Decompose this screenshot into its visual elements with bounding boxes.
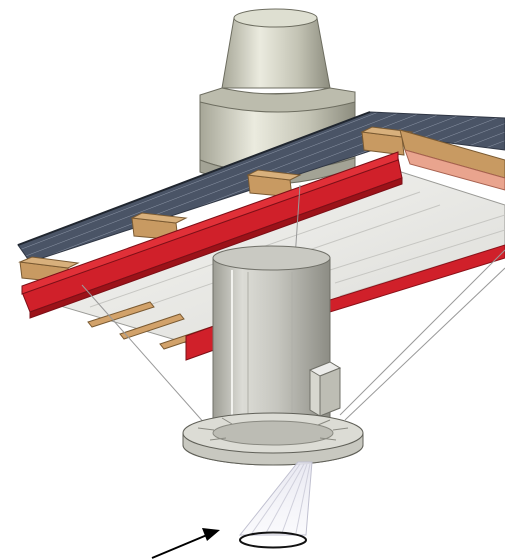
junction-box [308,361,342,417]
duct-flange [182,412,364,466]
red-steel-beam [21,151,403,319]
spray-cone [238,461,313,536]
pointer-arrow [151,528,220,559]
vertical-duct [212,245,331,432]
target-ring [239,531,307,549]
